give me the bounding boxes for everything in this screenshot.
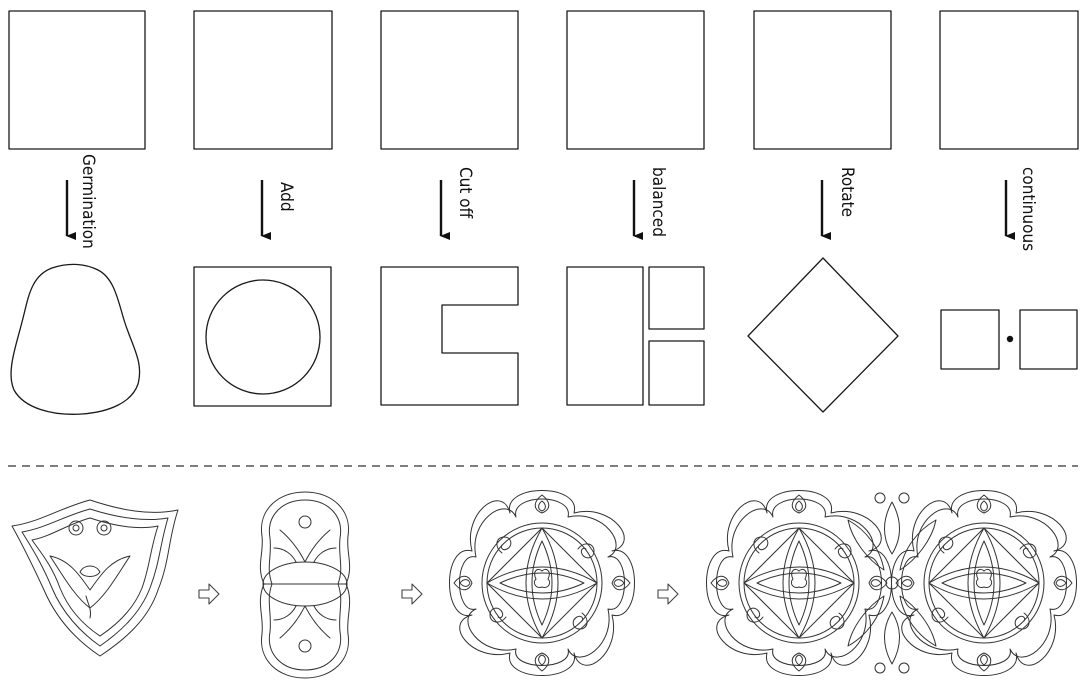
- source-square: [940, 11, 1078, 149]
- source-square: [754, 11, 891, 149]
- operation-label-germination: Germination: [78, 154, 98, 249]
- add-result-shape: [194, 267, 331, 406]
- result-shapes: [11, 258, 1077, 414]
- balanced-result-shape: [567, 267, 704, 405]
- hollow-right-arrow-icon: [658, 584, 678, 604]
- operation-labels: Germination Add Cut off balanced Rotate …: [78, 154, 1038, 251]
- operation-label-balanced: balanced: [648, 167, 668, 237]
- operation-label-cut-off: Cut off: [455, 167, 475, 219]
- ornament-stage-2: [260, 492, 349, 678]
- operation-label-add: Add: [276, 182, 296, 212]
- germination-result-shape: [11, 264, 140, 414]
- source-square: [194, 11, 332, 149]
- hollow-right-arrow-icon: [402, 584, 422, 604]
- rotate-result-shape: [748, 258, 898, 412]
- cut-off-result-shape: [381, 267, 518, 405]
- source-square: [567, 11, 704, 149]
- source-square: [9, 11, 145, 149]
- ornament-stage-1: [12, 500, 178, 656]
- hollow-right-arrow-icon: [199, 584, 219, 604]
- ornament-stage-4: [707, 491, 1077, 676]
- operation-label-rotate: Rotate: [837, 167, 857, 217]
- ornament-stage-3: [450, 491, 635, 676]
- operation-label-continuous: continuous: [1018, 167, 1038, 251]
- source-squares: [9, 11, 1078, 149]
- down-arrows: [67, 180, 1006, 236]
- source-square: [381, 11, 518, 149]
- continuous-result-shape: [941, 310, 1077, 369]
